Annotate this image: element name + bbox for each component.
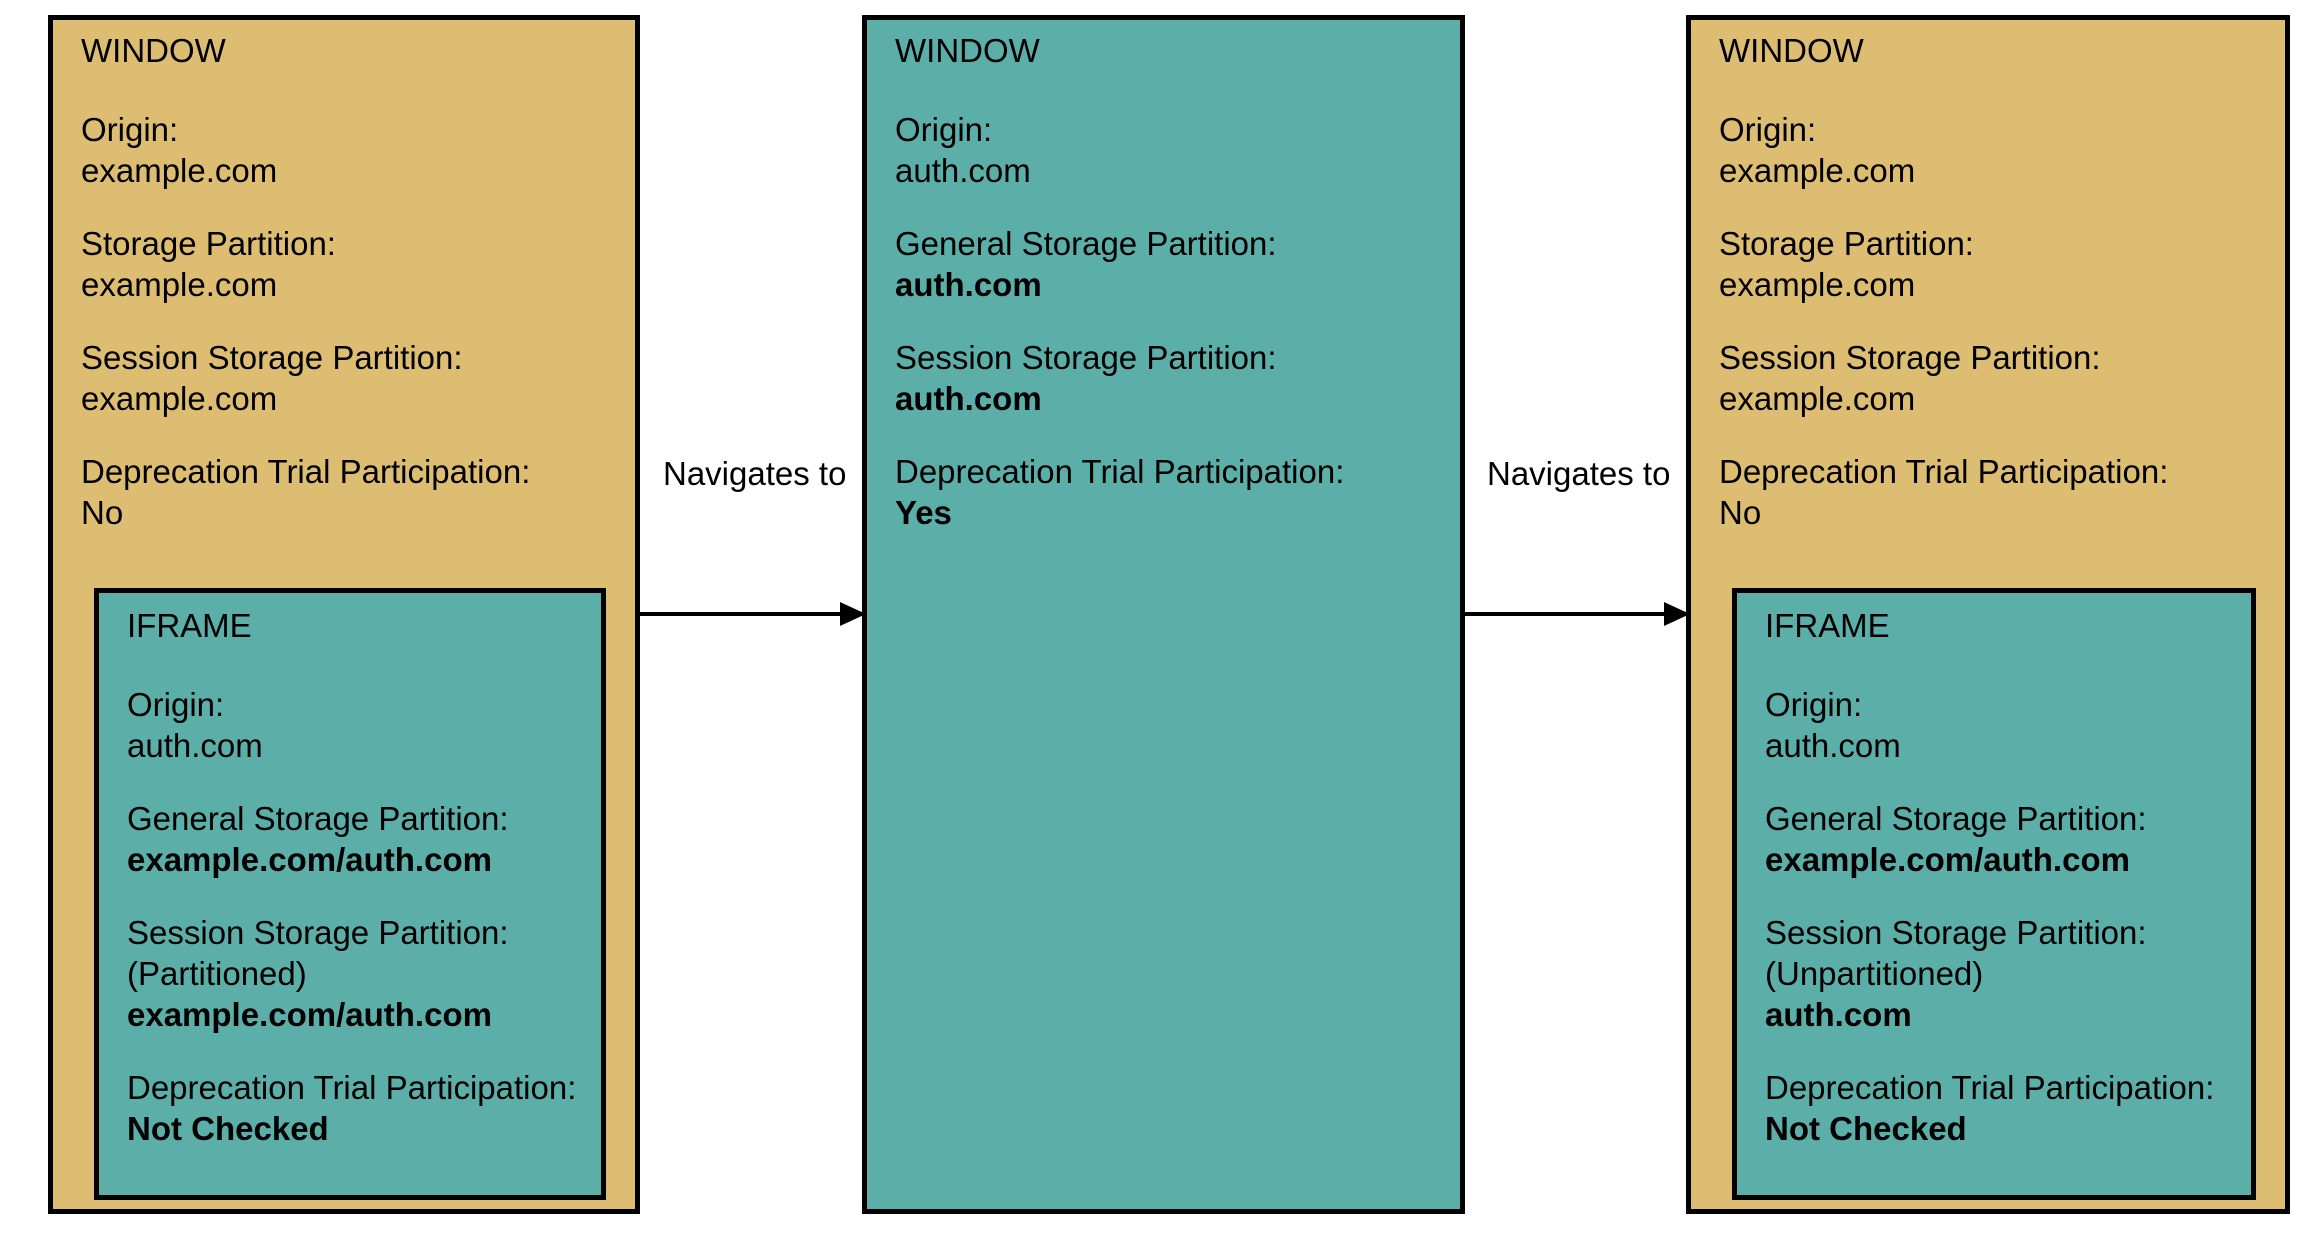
field-value: example.com/auth.com [127, 841, 492, 878]
window-panel-1-section-deprecation-trial: Deprecation Trial Participation: No [81, 451, 530, 533]
field-value: auth.com [895, 266, 1042, 303]
arrow-label-navigates-to-2: Navigates to [1487, 455, 1671, 492]
field-value: example.com [81, 380, 278, 417]
field-label: Session Storage Partition: [1765, 914, 2147, 951]
field-label: Deprecation Trial Participation: [127, 1069, 577, 1106]
field-value: example.com [1719, 266, 1916, 303]
window-panel-2-section-deprecation-trial: Deprecation Trial Participation: Yes [895, 451, 1344, 533]
window-panel-1-section-session-storage-partition: Session Storage Partition: example.com [81, 337, 530, 419]
field-label: Session Storage Partition: [1719, 339, 2101, 376]
arrowhead-icon [1664, 602, 1690, 626]
window-panel-2-section-session-storage-partition: Session Storage Partition: auth.com [895, 337, 1344, 419]
iframe-panel-3-section-deprecation-trial: Deprecation Trial Participation: Not Che… [1765, 1067, 2214, 1149]
field-label: Deprecation Trial Participation: [895, 453, 1345, 490]
field-label: Origin: [81, 111, 179, 148]
window-panel-2-title-section: WINDOW [895, 30, 1344, 71]
iframe-box-panel-3: IFRAME Origin: auth.com General Storage … [1732, 588, 2256, 1200]
iframe-panel-1-text: IFRAME Origin: auth.com General Storage … [127, 605, 576, 1149]
field-label: Storage Partition: [81, 225, 336, 262]
field-label: Session Storage Partition: [895, 339, 1277, 376]
field-label: Deprecation Trial Participation: [1765, 1069, 2215, 1106]
field-value: Not Checked [1765, 1110, 1967, 1147]
arrow-right-icon-2 [1464, 602, 1690, 626]
field-label: Deprecation Trial Participation: [81, 453, 531, 490]
window-panel-1-section-origin: Origin: example.com [81, 109, 530, 191]
window-panel-2-section-general-storage-partition: General Storage Partition: auth.com [895, 223, 1344, 305]
field-value: Not Checked [127, 1110, 329, 1147]
field-note: (Unpartitioned) [1765, 955, 1984, 992]
iframe-panel-1-section-general-storage-partition: General Storage Partition: example.com/a… [127, 798, 576, 880]
field-label: Storage Partition: [1719, 225, 1974, 262]
window-panel-1-section-storage-partition: Storage Partition: example.com [81, 223, 530, 305]
iframe-panel-1-section-deprecation-trial: Deprecation Trial Participation: Not Che… [127, 1067, 576, 1149]
field-label: Origin: [127, 686, 225, 723]
window-title: WINDOW [895, 32, 1040, 69]
window-panel-2: WINDOW Origin: auth.com General Storage … [862, 15, 1465, 1214]
window-panel-3-text: WINDOW Origin: example.com Storage Parti… [1719, 30, 2168, 533]
window-panel-3-section-session-storage-partition: Session Storage Partition: example.com [1719, 337, 2168, 419]
field-value: example.com [1719, 380, 1916, 417]
field-label: General Storage Partition: [127, 800, 509, 837]
field-value: No [1719, 494, 1762, 531]
window-panel-3-title-section: WINDOW [1719, 30, 2168, 71]
field-value: auth.com [895, 380, 1042, 417]
field-value: auth.com [895, 152, 1031, 189]
field-label: General Storage Partition: [895, 225, 1277, 262]
field-label: General Storage Partition: [1765, 800, 2147, 837]
iframe-panel-1-section-session-storage-partition: Session Storage Partition: (Partitioned)… [127, 912, 576, 1035]
window-panel-3-section-storage-partition: Storage Partition: example.com [1719, 223, 2168, 305]
window-panel-3-section-deprecation-trial: Deprecation Trial Participation: No [1719, 451, 2168, 533]
iframe-panel-1-title-section: IFRAME [127, 605, 576, 646]
field-value: example.com [81, 266, 278, 303]
field-label: Origin: [1719, 111, 1817, 148]
iframe-box-panel-1: IFRAME Origin: auth.com General Storage … [94, 588, 606, 1200]
window-title: WINDOW [1719, 32, 1864, 69]
window-panel-2-section-origin: Origin: auth.com [895, 109, 1344, 191]
iframe-panel-3-section-session-storage-partition: Session Storage Partition: (Unpartitione… [1765, 912, 2214, 1035]
field-label: Origin: [1765, 686, 1863, 723]
field-label: Origin: [895, 111, 993, 148]
iframe-title: IFRAME [1765, 607, 1890, 644]
iframe-panel-3-section-general-storage-partition: General Storage Partition: example.com/a… [1765, 798, 2214, 880]
field-label: Session Storage Partition: [81, 339, 463, 376]
window-panel-2-text: WINDOW Origin: auth.com General Storage … [895, 30, 1344, 533]
window-title: WINDOW [81, 32, 226, 69]
iframe-panel-3-section-origin: Origin: auth.com [1765, 684, 2214, 766]
field-value: example.com/auth.com [1765, 841, 2130, 878]
field-value: example.com/auth.com [127, 996, 492, 1033]
field-value: Yes [895, 494, 952, 531]
arrow-right-icon-1 [640, 602, 866, 626]
arrowhead-icon [840, 602, 866, 626]
window-panel-1: WINDOW Origin: example.com Storage Parti… [48, 15, 640, 1214]
iframe-title: IFRAME [127, 607, 252, 644]
field-label: Deprecation Trial Participation: [1719, 453, 2169, 490]
field-value: example.com [81, 152, 278, 189]
iframe-panel-3-title-section: IFRAME [1765, 605, 2214, 646]
window-panel-3: WINDOW Origin: example.com Storage Parti… [1686, 15, 2290, 1214]
field-label: Session Storage Partition: [127, 914, 509, 951]
window-panel-1-title-section: WINDOW [81, 30, 530, 71]
iframe-panel-3-text: IFRAME Origin: auth.com General Storage … [1765, 605, 2214, 1149]
arrow-label-navigates-to-1: Navigates to [663, 455, 847, 492]
field-value: auth.com [127, 727, 263, 764]
field-value: example.com [1719, 152, 1916, 189]
window-panel-1-text: WINDOW Origin: example.com Storage Parti… [81, 30, 530, 533]
iframe-panel-1-section-origin: Origin: auth.com [127, 684, 576, 766]
field-value: auth.com [1765, 727, 1901, 764]
field-note: (Partitioned) [127, 955, 307, 992]
field-value: auth.com [1765, 996, 1912, 1033]
field-value: No [81, 494, 124, 531]
window-panel-3-section-origin: Origin: example.com [1719, 109, 2168, 191]
